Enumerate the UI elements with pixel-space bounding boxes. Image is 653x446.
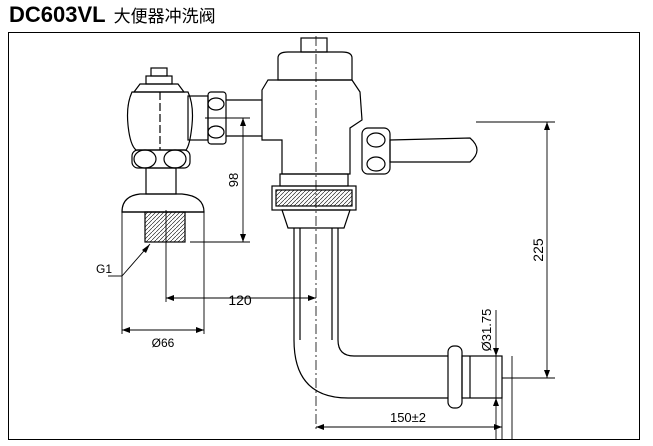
dim-3175-label: Ø31.75 (479, 309, 494, 352)
spud-flange (447, 345, 463, 409)
flush-valve-cap (300, 37, 328, 53)
flush-valve-top (277, 51, 353, 81)
stop-valve-neck (145, 167, 177, 195)
drawing-title: DC603VL 大便器冲洗阀 (9, 2, 216, 28)
handle-mount (361, 127, 391, 175)
stop-valve-port-left (133, 149, 157, 169)
stop-valve-nut (145, 75, 173, 85)
dim-arrows (122, 118, 550, 430)
spud-outlet (461, 355, 503, 399)
coupling-ring (279, 173, 349, 187)
handle-o-bottom (366, 156, 386, 172)
flush-valve (261, 36, 503, 430)
dim-120-label: 120 (228, 292, 252, 308)
coupling-taper (281, 209, 351, 229)
flush-pipe-elbow-outer (293, 339, 448, 399)
thread-g1-label: G1 (96, 262, 112, 276)
stop-valve (121, 67, 262, 243)
drawing-frame (8, 32, 640, 440)
thread-inlet (144, 211, 186, 243)
dim-98-label: 98 (226, 173, 241, 187)
connector-o-top (207, 97, 225, 111)
stop-valve-bonnet (132, 83, 186, 93)
dim-150-label: 150±2 (390, 410, 426, 425)
product-name: 大便器冲洗阀 (113, 7, 216, 27)
dim-225-label: 225 (530, 238, 546, 262)
connector-o-bottom (207, 125, 225, 139)
stop-valve-cap (150, 67, 168, 77)
escutcheon (121, 193, 205, 213)
flush-valve-body (261, 79, 363, 175)
stop-valve-port-right (163, 149, 187, 169)
flush-handle (389, 137, 478, 163)
dim-66-label: Ø66 (152, 336, 175, 350)
flush-pipe-elbow-inner (337, 339, 448, 357)
model-number: DC603VL (9, 2, 106, 27)
handle-o-top (366, 132, 386, 148)
